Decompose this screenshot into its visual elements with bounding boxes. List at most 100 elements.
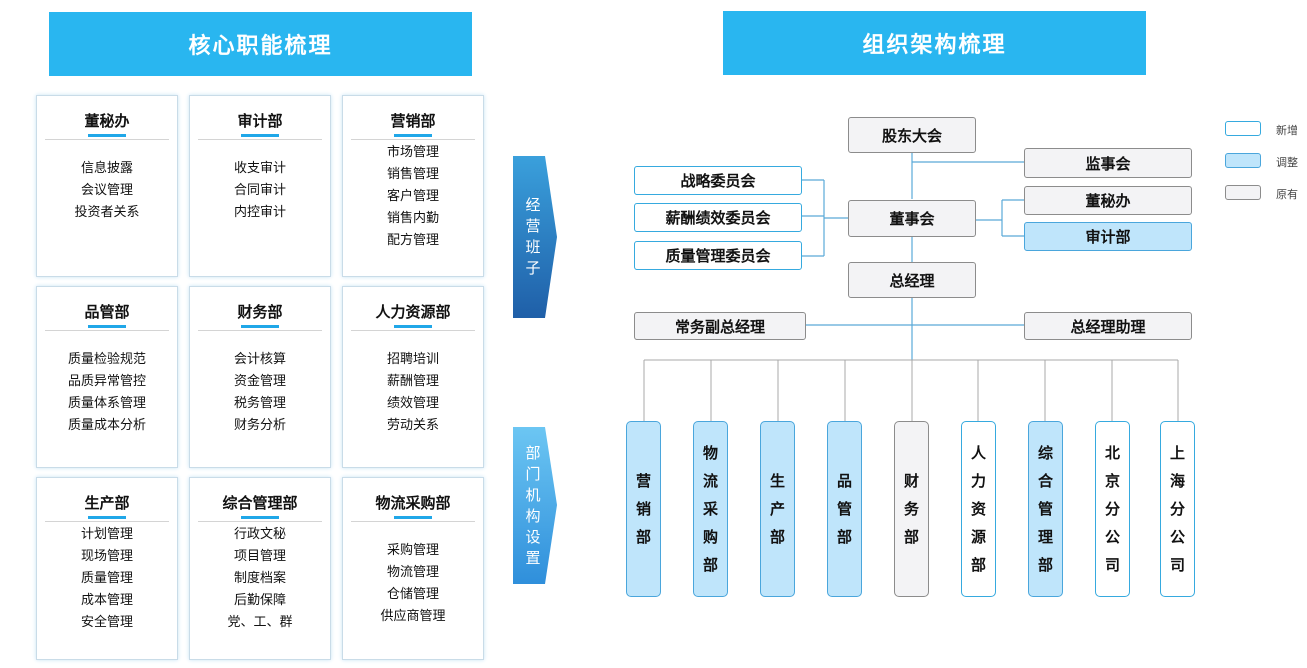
card-item: 内控审计 <box>233 205 286 220</box>
card-divider <box>198 521 322 522</box>
legend-new-swatch <box>1225 121 1261 136</box>
card-title: 董秘办 <box>84 112 130 130</box>
card-item: 会议管理 <box>80 183 133 198</box>
card-item: 客户管理 <box>386 189 439 204</box>
department-char: 部 <box>1037 556 1053 574</box>
card-divider <box>45 330 169 331</box>
card-item: 销售内勤 <box>386 211 439 226</box>
department-char: 部 <box>769 528 785 546</box>
board-secretary-node: 董秘办 <box>1024 186 1192 215</box>
card-item: 薪酬管理 <box>386 374 439 389</box>
card-item: 资金管理 <box>233 374 286 389</box>
gm-assistant-node: 总经理助理 <box>1024 312 1192 340</box>
department-node: 综合管理部 <box>1028 421 1063 597</box>
dept-setup-arrow <box>513 427 557 584</box>
card-item-list: 行政文秘项目管理制度档案后勤保障党、工、群 <box>190 524 330 634</box>
card-divider <box>351 139 475 140</box>
card-title-underline <box>241 516 279 519</box>
card-title: 营销部 <box>390 112 436 130</box>
department-char: 公 <box>1104 528 1120 546</box>
operation-team-arrow <box>513 156 557 318</box>
department-char: 物 <box>702 444 718 462</box>
side-tag-char: 置 <box>525 548 541 567</box>
department-char: 品 <box>836 472 852 490</box>
card-divider <box>198 139 322 140</box>
card-title-underline <box>394 516 432 519</box>
card-item: 收支审计 <box>233 161 286 176</box>
card-divider <box>351 521 475 522</box>
department-char: 管 <box>836 500 852 518</box>
dept-setup-tag: 部门机构设置 <box>511 427 555 584</box>
department-char: 力 <box>970 472 986 490</box>
department-char: 生 <box>769 472 785 490</box>
card-item: 安全管理 <box>80 615 133 630</box>
card-item: 招聘培训 <box>386 352 439 367</box>
card-item: 品质异常管控 <box>67 374 146 389</box>
card-title-underline <box>88 325 126 328</box>
department-char: 务 <box>903 500 919 518</box>
side-tag-char: 设 <box>525 527 541 546</box>
side-tag-char: 构 <box>525 506 541 525</box>
department-char: 资 <box>970 500 986 518</box>
department-char: 北 <box>1104 444 1120 462</box>
department-char: 理 <box>1037 528 1053 546</box>
function-card: 人力资源部招聘培训薪酬管理绩效管理劳动关系 <box>342 286 484 468</box>
card-item: 税务管理 <box>233 396 286 411</box>
department-char: 销 <box>635 500 651 518</box>
card-item: 质量管理 <box>80 571 133 586</box>
card-item: 行政文秘 <box>233 527 286 542</box>
card-title-underline <box>88 516 126 519</box>
side-tag-char: 门 <box>525 464 541 483</box>
department-node: 营销部 <box>626 421 661 597</box>
card-item: 质量成本分析 <box>67 418 146 433</box>
function-card: 综合管理部行政文秘项目管理制度档案后勤保障党、工、群 <box>189 477 331 660</box>
department-char: 部 <box>635 528 651 546</box>
department-node: 人力资源部 <box>961 421 996 597</box>
department-char: 海 <box>1169 472 1185 490</box>
department-node: 财务部 <box>894 421 929 597</box>
audit-dept-node: 审计部 <box>1024 222 1192 251</box>
side-tag-char: 班 <box>525 238 541 256</box>
side-tag-char: 部 <box>525 443 541 462</box>
compensation-committee-node: 薪酬绩效委员会 <box>634 203 802 232</box>
department-char: 财 <box>903 472 919 490</box>
card-item-list: 收支审计合同审计内控审计 <box>190 158 330 224</box>
card-item: 合同审计 <box>233 183 286 198</box>
card-item: 投资者关系 <box>74 205 140 220</box>
card-title-underline <box>241 134 279 137</box>
card-title: 财务部 <box>237 303 283 321</box>
card-item: 市场管理 <box>386 145 439 160</box>
department-char: 分 <box>1104 500 1120 518</box>
department-char: 合 <box>1037 472 1053 490</box>
department-char: 产 <box>769 500 785 518</box>
general-manager-node: 总经理 <box>848 262 976 298</box>
executive-vp-node: 常务副总经理 <box>634 312 806 340</box>
legend-original-swatch <box>1225 185 1261 200</box>
card-item: 仓储管理 <box>386 587 439 602</box>
department-node: 上海分公司 <box>1160 421 1195 597</box>
department-node: 北京分公司 <box>1095 421 1130 597</box>
strategy-committee-node: 战略委员会 <box>634 166 802 195</box>
function-card: 营销部市场管理销售管理客户管理销售内勤配方管理 <box>342 95 484 277</box>
department-char: 部 <box>970 556 986 574</box>
department-char: 司 <box>1104 556 1120 574</box>
card-item-list: 质量检验规范品质异常管控质量体系管理质量成本分析 <box>37 349 177 437</box>
card-item: 配方管理 <box>386 233 439 248</box>
core-functions-banner: 核心职能梳理 <box>49 12 472 76</box>
department-char: 上 <box>1169 444 1185 462</box>
department-char: 部 <box>836 528 852 546</box>
org-structure-banner: 组织架构梳理 <box>723 11 1146 75</box>
supervisory-board-node: 监事会 <box>1024 148 1192 178</box>
card-item: 劳动关系 <box>386 418 439 433</box>
legend-new-label: 新增 <box>1276 124 1298 137</box>
side-tag-char: 营 <box>525 217 541 235</box>
department-char: 综 <box>1037 444 1053 462</box>
side-tag-char: 经 <box>525 196 541 214</box>
card-item: 销售管理 <box>386 167 439 182</box>
shareholders-meeting-node: 股东大会 <box>848 117 976 153</box>
card-item: 物流管理 <box>386 565 439 580</box>
card-title: 物流采购部 <box>375 494 451 512</box>
card-title-underline <box>394 325 432 328</box>
department-node: 品管部 <box>827 421 862 597</box>
